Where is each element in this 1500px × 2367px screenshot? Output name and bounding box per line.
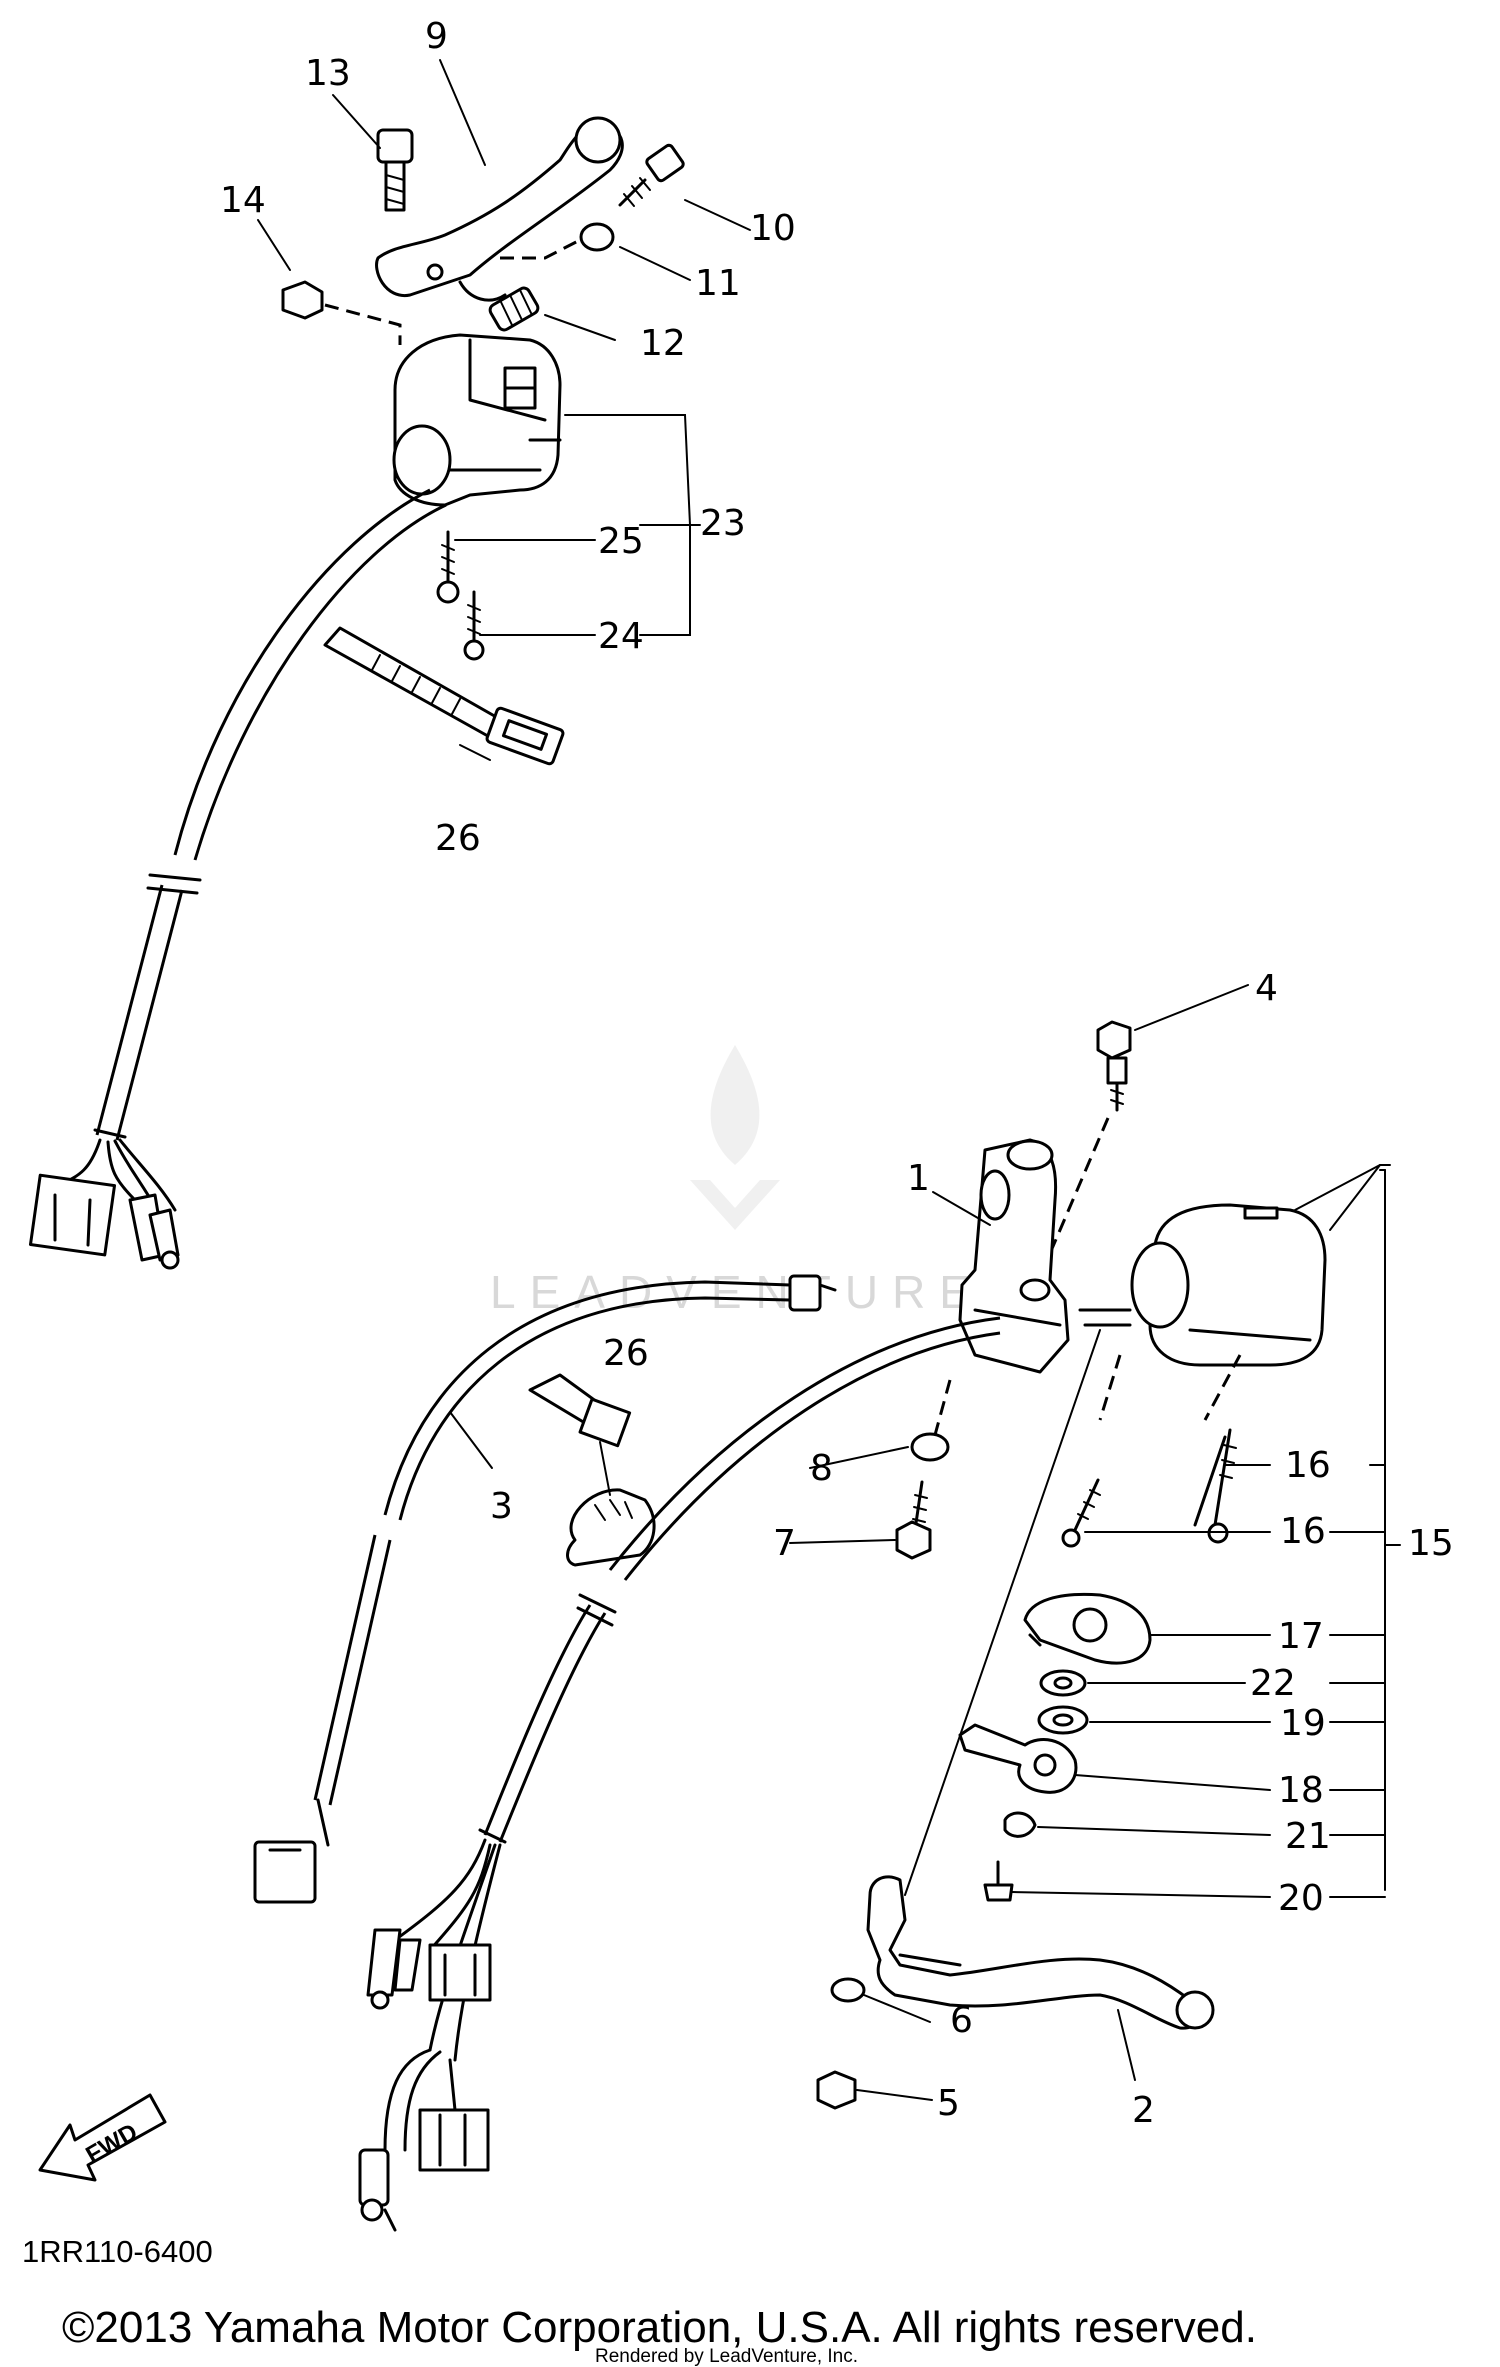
callout-16-upper: 16 xyxy=(1285,1445,1331,1486)
bolt-4 xyxy=(1096,1020,1132,1112)
copyright-text: ©2013 Yamaha Motor Corporation, U.S.A. A… xyxy=(62,2303,1257,2352)
left-switch-harness xyxy=(28,488,447,1270)
callout-18: 18 xyxy=(1278,1770,1324,1811)
watermark-text: LEADVENTURE xyxy=(490,1266,984,1318)
spring-12 xyxy=(488,286,540,332)
fwd-arrow: FWD xyxy=(38,2093,167,2182)
callout-4: 4 xyxy=(1255,968,1278,1009)
callout-17: 17 xyxy=(1278,1616,1324,1657)
nut-5 xyxy=(816,2070,857,2110)
callout-labels: 1 2 3 4 5 6 7 8 9 10 11 12 13 14 15 16 1… xyxy=(220,16,1454,2131)
bolt-7 xyxy=(895,1480,932,1560)
right-switch-housing xyxy=(1148,1203,1327,1367)
cable-3-connector xyxy=(253,1840,317,1904)
callout-25: 25 xyxy=(598,521,644,562)
washer-6 xyxy=(830,1977,866,2003)
callout-12: 12 xyxy=(640,323,686,364)
cable-3 xyxy=(253,1274,837,1904)
nut-8 xyxy=(910,1432,950,1462)
brake-lever xyxy=(866,1875,1201,2030)
callout-21: 21 xyxy=(1285,1816,1331,1857)
callout-22: 22 xyxy=(1250,1663,1296,1704)
leader-lines xyxy=(257,59,1401,2101)
screw-10 xyxy=(618,143,685,207)
screw-20 xyxy=(983,1860,1014,1902)
callout-11: 11 xyxy=(695,263,741,304)
nut-14 xyxy=(281,280,324,320)
watermark-logo xyxy=(690,1045,780,1230)
callout-20: 20 xyxy=(1278,1878,1324,1919)
callout-6: 6 xyxy=(950,2000,973,2041)
right-switch-connector-upper xyxy=(428,1943,492,2002)
cable-tie-bottom xyxy=(528,1373,656,1567)
circlip-21 xyxy=(1003,1811,1037,1838)
callout-26-lower: 26 xyxy=(603,1333,649,1374)
callout-8: 8 xyxy=(810,1448,833,1489)
callout-26-upper: 26 xyxy=(435,818,481,859)
callout-19: 19 xyxy=(1280,1703,1326,1744)
nut-11 xyxy=(579,222,615,252)
callout-23: 23 xyxy=(700,503,746,544)
screw-16-lower xyxy=(1061,1354,1122,1548)
callout-13: 13 xyxy=(305,53,351,94)
right-switch-harness xyxy=(358,1316,1001,2232)
right-switch-connector-lower xyxy=(418,2108,490,2172)
callout-16-lower: 16 xyxy=(1280,1511,1326,1552)
right-switch-assembly xyxy=(253,1020,1327,2232)
callout-15: 15 xyxy=(1408,1523,1454,1564)
callout-2: 2 xyxy=(1132,2090,1155,2131)
screw-24 xyxy=(463,590,485,661)
callout-24: 24 xyxy=(598,616,644,657)
screw-25 xyxy=(436,530,460,604)
plate-18 xyxy=(958,1723,1078,1794)
callout-14: 14 xyxy=(220,180,266,221)
callout-7: 7 xyxy=(773,1523,796,1564)
diagram-code: 1RR110-6400 xyxy=(22,2234,213,2269)
pivot-bolt xyxy=(376,128,414,164)
left-switch-connector xyxy=(28,1173,117,1257)
screw-16-b xyxy=(1193,1435,1227,1527)
cable-tie-top xyxy=(323,626,565,766)
callout-5: 5 xyxy=(937,2083,960,2124)
cam-17 xyxy=(1023,1592,1152,1665)
callout-9: 9 xyxy=(425,16,448,57)
callout-10: 10 xyxy=(750,208,796,249)
left-switch-assembly xyxy=(28,116,685,1270)
callout-1: 1 xyxy=(907,1158,930,1199)
rendered-by-text: Rendered by LeadVenture, Inc. xyxy=(595,2346,858,2367)
callout-3: 3 xyxy=(490,1486,513,1527)
